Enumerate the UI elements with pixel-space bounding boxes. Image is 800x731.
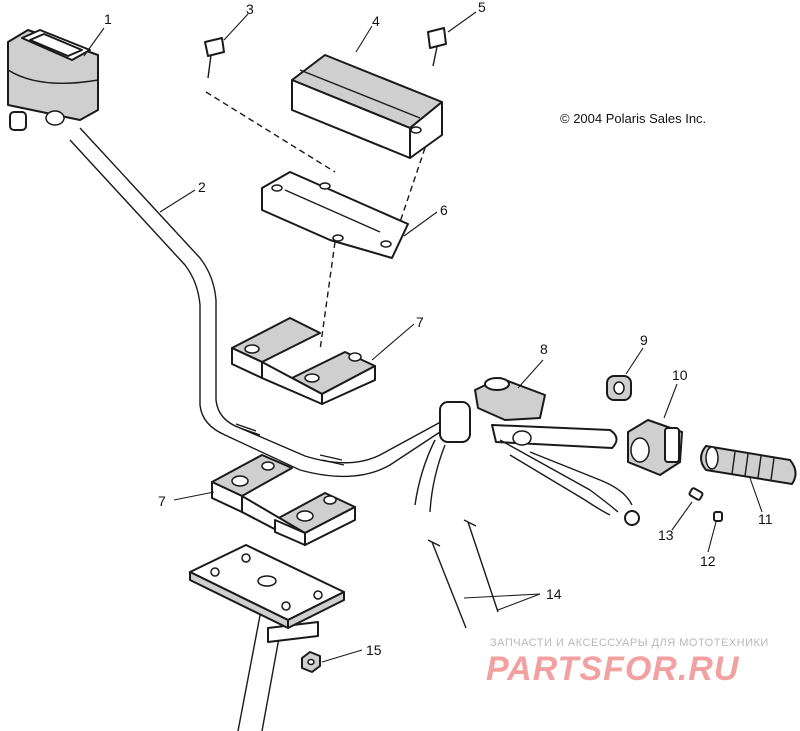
callout-14: 14	[546, 586, 562, 602]
small-fasteners	[688, 487, 723, 522]
lower-clamp	[211, 454, 356, 546]
callout-8: 8	[540, 341, 548, 357]
throttle-housing	[627, 419, 683, 476]
handlebar-pad	[291, 54, 443, 159]
callout-12: 12	[700, 553, 716, 569]
nut	[301, 651, 321, 673]
callout-3: 3	[246, 1, 254, 17]
bolt-5	[427, 27, 447, 67]
bolt-3	[204, 37, 225, 79]
callout-15: 15	[366, 642, 382, 658]
handlebar	[69, 127, 449, 478]
assembly-lines	[205, 91, 426, 351]
callout-numbers: 1 2 3 4 5 6 7 7 8 9 10 11 12 13 14 15	[104, 0, 773, 658]
bracket-plate	[261, 171, 409, 259]
callout-2: 2	[198, 179, 206, 195]
callout-7-upper: 7	[416, 314, 424, 330]
copyright-notice: © 2004 Polaris Sales Inc.	[560, 111, 707, 126]
bushing	[606, 375, 632, 401]
brake-master-cylinder	[414, 377, 640, 526]
callout-7-lower: 7	[158, 493, 166, 509]
watermark-tagline: ЗАПЧАСТИ И АКСЕССУАРЫ ДЛЯ МОТОТЕХНИКИ	[490, 637, 769, 649]
callout-6: 6	[440, 202, 448, 218]
mounting-plate	[189, 544, 345, 629]
callout-1: 1	[104, 11, 112, 27]
callout-4: 4	[372, 13, 380, 29]
upper-clamp	[231, 317, 376, 405]
steering-column	[237, 604, 319, 731]
leader-lines	[83, 11, 763, 663]
callout-11: 11	[758, 511, 773, 527]
callout-5: 5	[478, 0, 486, 15]
callout-9: 9	[640, 332, 648, 348]
grip	[700, 445, 797, 485]
callout-13: 13	[658, 527, 674, 543]
left-control-housing	[7, 29, 99, 131]
watermark-brand: PARTSFOR.RU	[486, 650, 740, 688]
cable-ties	[427, 519, 499, 629]
callout-10: 10	[672, 367, 688, 383]
